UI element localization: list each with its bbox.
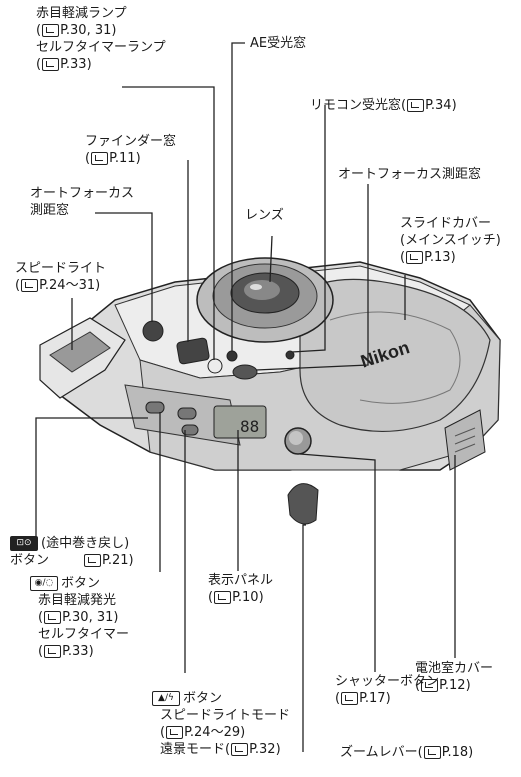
zoom-lever <box>287 483 319 525</box>
ref-icon <box>214 591 232 604</box>
leader-zoom <box>302 524 306 752</box>
ref-icon <box>84 554 102 567</box>
ref-icon <box>166 726 184 739</box>
leader-af-right <box>255 184 369 371</box>
label-slide-cover: スライドカバー (メインスイッチ) (P.13) <box>400 216 501 265</box>
label-viewfinder: ファインダー窓 (P.11) <box>85 134 177 166</box>
af-window-right <box>232 364 258 380</box>
ref-icon <box>341 692 359 705</box>
leader-redeye-lamp <box>122 86 215 360</box>
leader-rewind <box>35 417 148 537</box>
ref-icon <box>407 99 425 112</box>
redeye-lamp <box>207 358 223 374</box>
label-af-window-right: オートフォーカス測距窓 <box>338 167 482 182</box>
viewfinder-window <box>176 337 210 365</box>
rewind-btn-shape <box>145 401 165 414</box>
ref-icon <box>42 24 60 37</box>
ref-icon <box>231 743 249 756</box>
lcd-digits: 88 <box>240 417 259 436</box>
label-lens: レンズ <box>245 208 284 223</box>
label-redeye-button: ◉/◌ボタン 赤目軽減発光 (P.30, 31) セルフタイマー (P.33) <box>30 575 129 660</box>
flash-landscape-icon: ▲/ϟ <box>152 691 180 706</box>
label-ae-window: AE受光窓 <box>250 36 307 51</box>
ref-icon <box>406 251 424 264</box>
flash-btn-shape <box>181 424 199 436</box>
ref-icon <box>42 58 60 71</box>
remote-window <box>285 350 295 360</box>
redeye-btn-shape <box>177 407 197 420</box>
leader-remote <box>291 105 326 353</box>
ref-icon <box>44 645 62 658</box>
rewind-icon: ⊡⊙ <box>10 536 38 551</box>
ref-icon <box>421 679 439 692</box>
leader-shutter <box>299 453 376 672</box>
label-display-panel: 表示パネル (P.10) <box>208 573 274 605</box>
ref-icon <box>44 611 62 624</box>
ref-icon <box>21 279 39 292</box>
redeye-selftimer-icon: ◉/◌ <box>30 576 58 591</box>
label-speedlight: スピードライト (P.24～31) <box>15 261 107 293</box>
label-af-window-left: オートフォーカス 測距窓 <box>30 186 135 218</box>
label-zoom: ズームレバー(P.18) <box>340 745 474 760</box>
ae-window <box>226 350 238 362</box>
leader-ae <box>231 42 245 351</box>
ref-icon <box>423 746 441 759</box>
label-battery-cover: 電池室カバー (P.12) <box>415 661 494 693</box>
label-remote-window: リモコン受光窓(P.34) <box>310 98 457 113</box>
leader-af-left <box>95 212 153 322</box>
leader-lens <box>269 235 273 283</box>
label-shutter: シャッターボタン (P.17) <box>335 674 440 706</box>
af-window-left <box>142 320 164 342</box>
lens-glass <box>244 280 280 300</box>
label-redeye-lamp: 赤目軽減ランプ (P.30, 31) セルフタイマーランプ (P.33) <box>36 6 166 72</box>
lcd-panel <box>213 405 267 439</box>
ref-icon <box>91 152 109 165</box>
